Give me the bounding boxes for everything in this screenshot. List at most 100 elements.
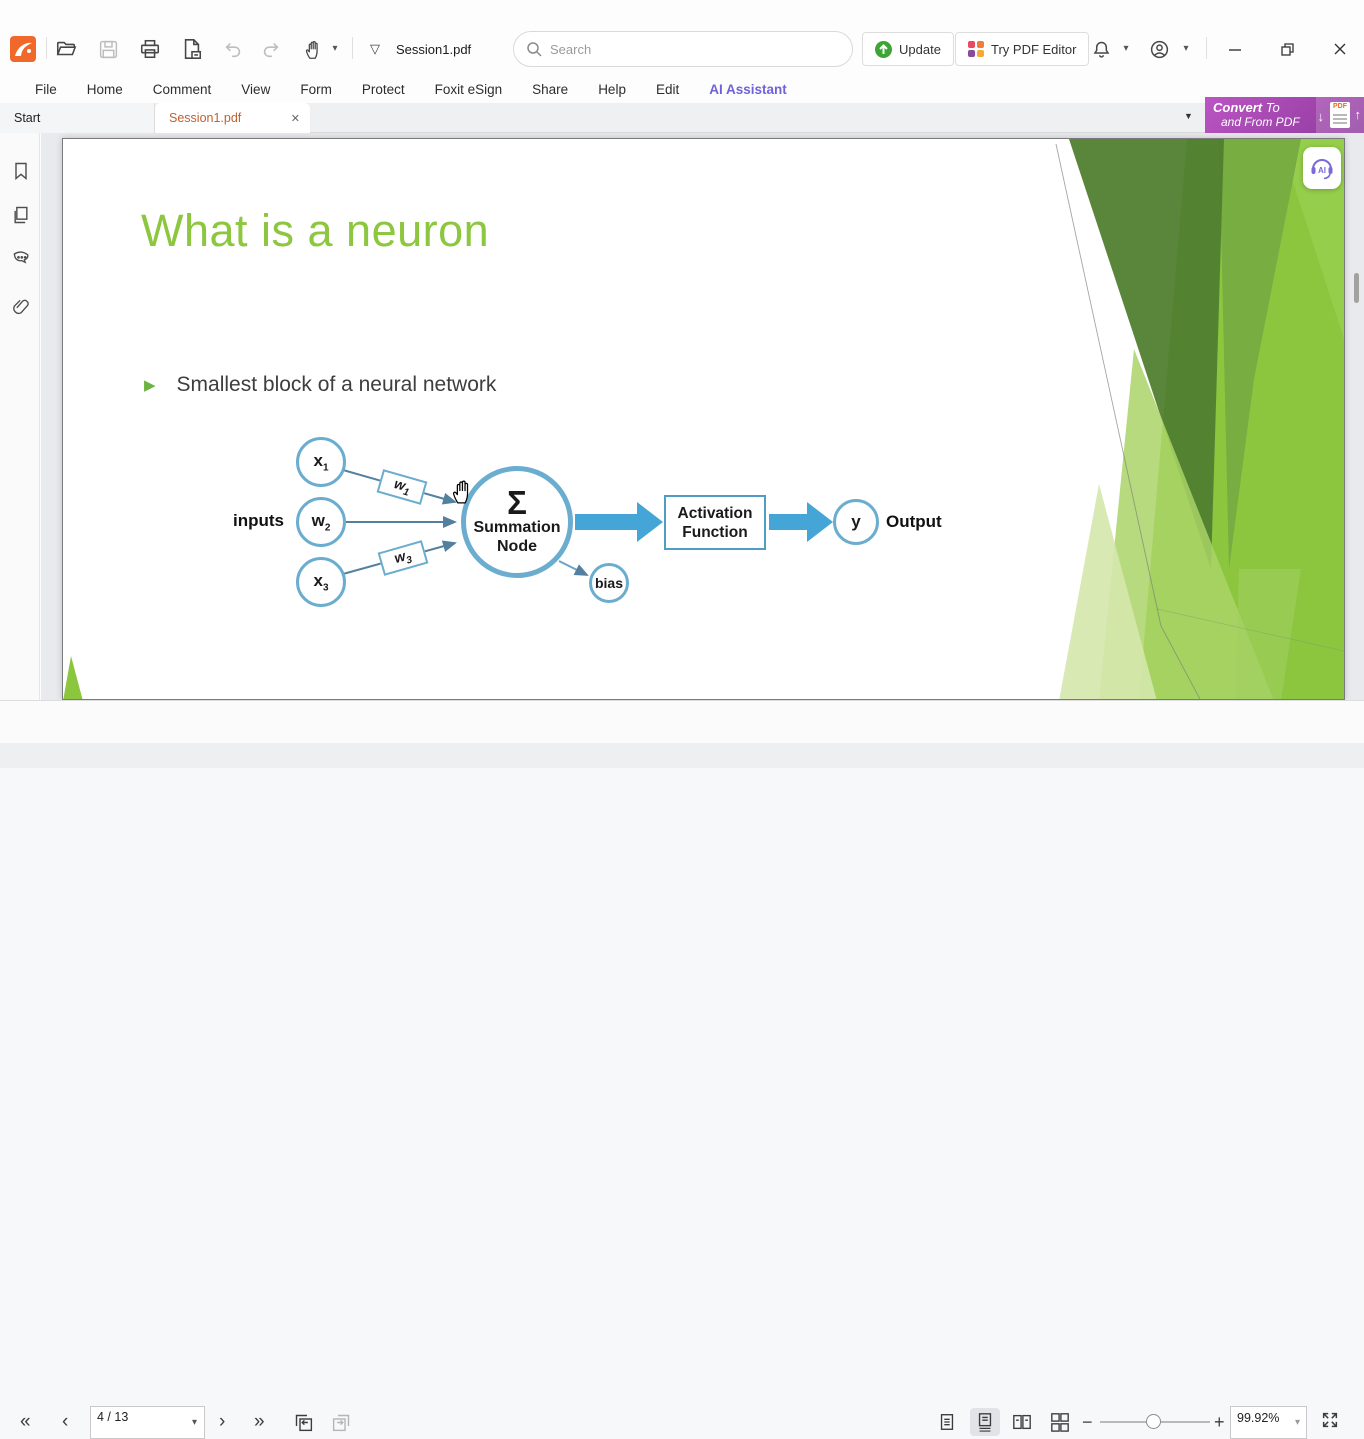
bullet-text: Smallest block of a neural network xyxy=(176,373,497,396)
zoom-box-caret-icon[interactable]: ▾ xyxy=(1294,1417,1300,1428)
navigation-sidebar xyxy=(0,133,40,700)
single-page-view-button[interactable] xyxy=(932,1408,962,1436)
summation-node: Σ Summation Node xyxy=(461,466,573,578)
close-button[interactable] xyxy=(1325,34,1355,64)
menu-item-ai-assistant[interactable]: AI Assistant xyxy=(709,82,787,97)
comments-panel-icon[interactable] xyxy=(11,249,31,269)
pdf-badge-label: PDF xyxy=(1333,103,1347,110)
hand-tool-icon[interactable] xyxy=(300,36,324,62)
search-icon xyxy=(526,41,542,57)
notifications-dropdown-caret[interactable]: ▾ xyxy=(1123,43,1129,54)
next-page-button[interactable]: › xyxy=(219,1411,226,1432)
menu-item-edit[interactable]: Edit xyxy=(655,82,680,97)
arrow-up-icon: ↑ xyxy=(1354,107,1362,122)
minimize-button[interactable] xyxy=(1220,34,1250,64)
summation-label-2: Node xyxy=(497,538,537,555)
divider xyxy=(352,37,353,59)
vertical-scrollbar[interactable] xyxy=(1353,138,1361,700)
bullet-triangle-icon: ▶ xyxy=(144,377,156,394)
undo-icon xyxy=(220,36,246,62)
tab-session1-label: Session1.pdf xyxy=(169,111,242,125)
menu-item-view[interactable]: View xyxy=(241,82,271,97)
tab-overflow-caret-icon[interactable]: ▼ xyxy=(1184,111,1193,121)
inputs-label: inputs xyxy=(233,511,284,530)
banner-bold-word: Convert xyxy=(1213,99,1263,115)
search-input[interactable] xyxy=(550,41,840,57)
tab-close-icon[interactable]: ✕ xyxy=(290,112,300,125)
attachments-panel-icon[interactable] xyxy=(11,297,31,317)
neuron-diagram: inputs x1 w2 x3 w1 w3 Σ Summation Node b… xyxy=(231,436,1011,636)
zoom-level-box[interactable]: 99.92% ▾ xyxy=(1230,1406,1307,1439)
tab-start[interactable]: Start xyxy=(0,103,155,133)
print-icon[interactable] xyxy=(137,36,163,62)
update-label: Update xyxy=(899,41,941,57)
slide-corner-decoration xyxy=(63,656,83,699)
arrow-down-icon: ↓ xyxy=(1317,109,1325,124)
account-icon[interactable] xyxy=(1146,36,1172,62)
update-button[interactable]: Update xyxy=(862,32,954,66)
title-bar: ▾ ▽ Session1.pdf Update Try PDF Editor ▾… xyxy=(0,0,1364,76)
bookmarks-panel-icon[interactable] xyxy=(11,161,31,181)
pdf-editor-icon xyxy=(968,41,984,57)
next-view-button xyxy=(326,1408,356,1436)
notifications-bell-icon[interactable] xyxy=(1088,36,1114,62)
save-icon xyxy=(95,36,121,62)
first-page-button[interactable]: « xyxy=(20,1411,31,1432)
ai-assistant-fab[interactable]: AI xyxy=(1303,147,1341,189)
previous-page-button[interactable]: ‹ xyxy=(62,1411,69,1432)
page-box-caret-icon[interactable]: ▾ xyxy=(191,1417,197,1428)
banner-text: Convert To and From PDF xyxy=(1205,99,1300,130)
menu-item-form[interactable]: Form xyxy=(300,82,332,97)
input-node-x1: x1 xyxy=(296,437,346,487)
try-editor-label: Try PDF Editor xyxy=(991,41,1077,57)
pages-panel-icon[interactable] xyxy=(11,205,31,225)
previous-view-button[interactable] xyxy=(288,1408,318,1436)
restore-button[interactable] xyxy=(1272,34,1302,64)
continuous-view-button[interactable] xyxy=(970,1408,1000,1436)
menu-item-home[interactable]: Home xyxy=(86,82,123,97)
activation-label-1: Activation xyxy=(677,504,753,522)
status-bar-lower-strip xyxy=(0,743,1364,768)
menu-item-help[interactable]: Help xyxy=(598,82,626,97)
last-page-button[interactable]: » xyxy=(254,1411,265,1432)
update-icon xyxy=(875,40,892,58)
divider xyxy=(46,37,47,59)
facing-view-button[interactable] xyxy=(1007,1408,1037,1436)
document-menu-chevron-icon[interactable]: ▽ xyxy=(370,41,380,56)
page-number-box[interactable]: 4 / 13 ▾ xyxy=(90,1406,205,1439)
tab-start-label: Start xyxy=(14,111,41,125)
account-dropdown-caret[interactable]: ▾ xyxy=(1183,43,1189,54)
zoom-out-button[interactable]: − xyxy=(1082,1412,1093,1432)
menu-item-file[interactable]: File xyxy=(35,82,57,97)
divider xyxy=(1206,37,1207,59)
convert-pdf-banner[interactable]: Convert To and From PDF ↓ PDF ↑ xyxy=(1205,97,1364,133)
menu-item-protect[interactable]: Protect xyxy=(361,82,405,97)
diagram-connectors xyxy=(342,469,833,576)
try-pdf-editor-button[interactable]: Try PDF Editor xyxy=(955,32,1090,66)
hand-tool-dropdown-caret[interactable]: ▾ xyxy=(332,43,338,54)
zoom-in-button[interactable]: + xyxy=(1214,1412,1225,1432)
slide-title: What is a neuron xyxy=(141,205,490,256)
foxit-logo-icon[interactable] xyxy=(10,36,36,62)
output-node-y: y xyxy=(833,499,879,545)
open-file-icon[interactable] xyxy=(53,36,79,62)
tab-session1[interactable]: Session1.pdf ✕ xyxy=(155,103,310,133)
page-organize-icon[interactable] xyxy=(179,36,205,62)
search-box[interactable] xyxy=(513,31,853,67)
menu-item-share[interactable]: Share xyxy=(532,82,569,97)
fullscreen-button[interactable] xyxy=(1320,1410,1340,1430)
zoom-slider-thumb[interactable] xyxy=(1146,1414,1161,1429)
scrollbar-thumb[interactable] xyxy=(1354,273,1359,303)
menu-item-comment[interactable]: Comment xyxy=(152,82,212,97)
input-node-w2: w2 xyxy=(296,497,346,547)
continuous-facing-view-button[interactable] xyxy=(1045,1408,1075,1436)
menu-item-foxit-esign[interactable]: Foxit eSign xyxy=(434,82,503,97)
input-node-x3: x3 xyxy=(296,557,346,607)
activation-function-box: Activation Function xyxy=(664,495,766,550)
document-tab-bar: Start Session1.pdf ✕ ▼ xyxy=(0,103,1364,133)
pdf-page: What is a neuron ▶ Smallest block of a n… xyxy=(62,138,1345,700)
hand-cursor xyxy=(449,478,474,505)
zoom-value: 99.92% xyxy=(1237,1411,1280,1425)
menu-bar: File Home Comment View Form Protect Foxi… xyxy=(0,76,1364,103)
